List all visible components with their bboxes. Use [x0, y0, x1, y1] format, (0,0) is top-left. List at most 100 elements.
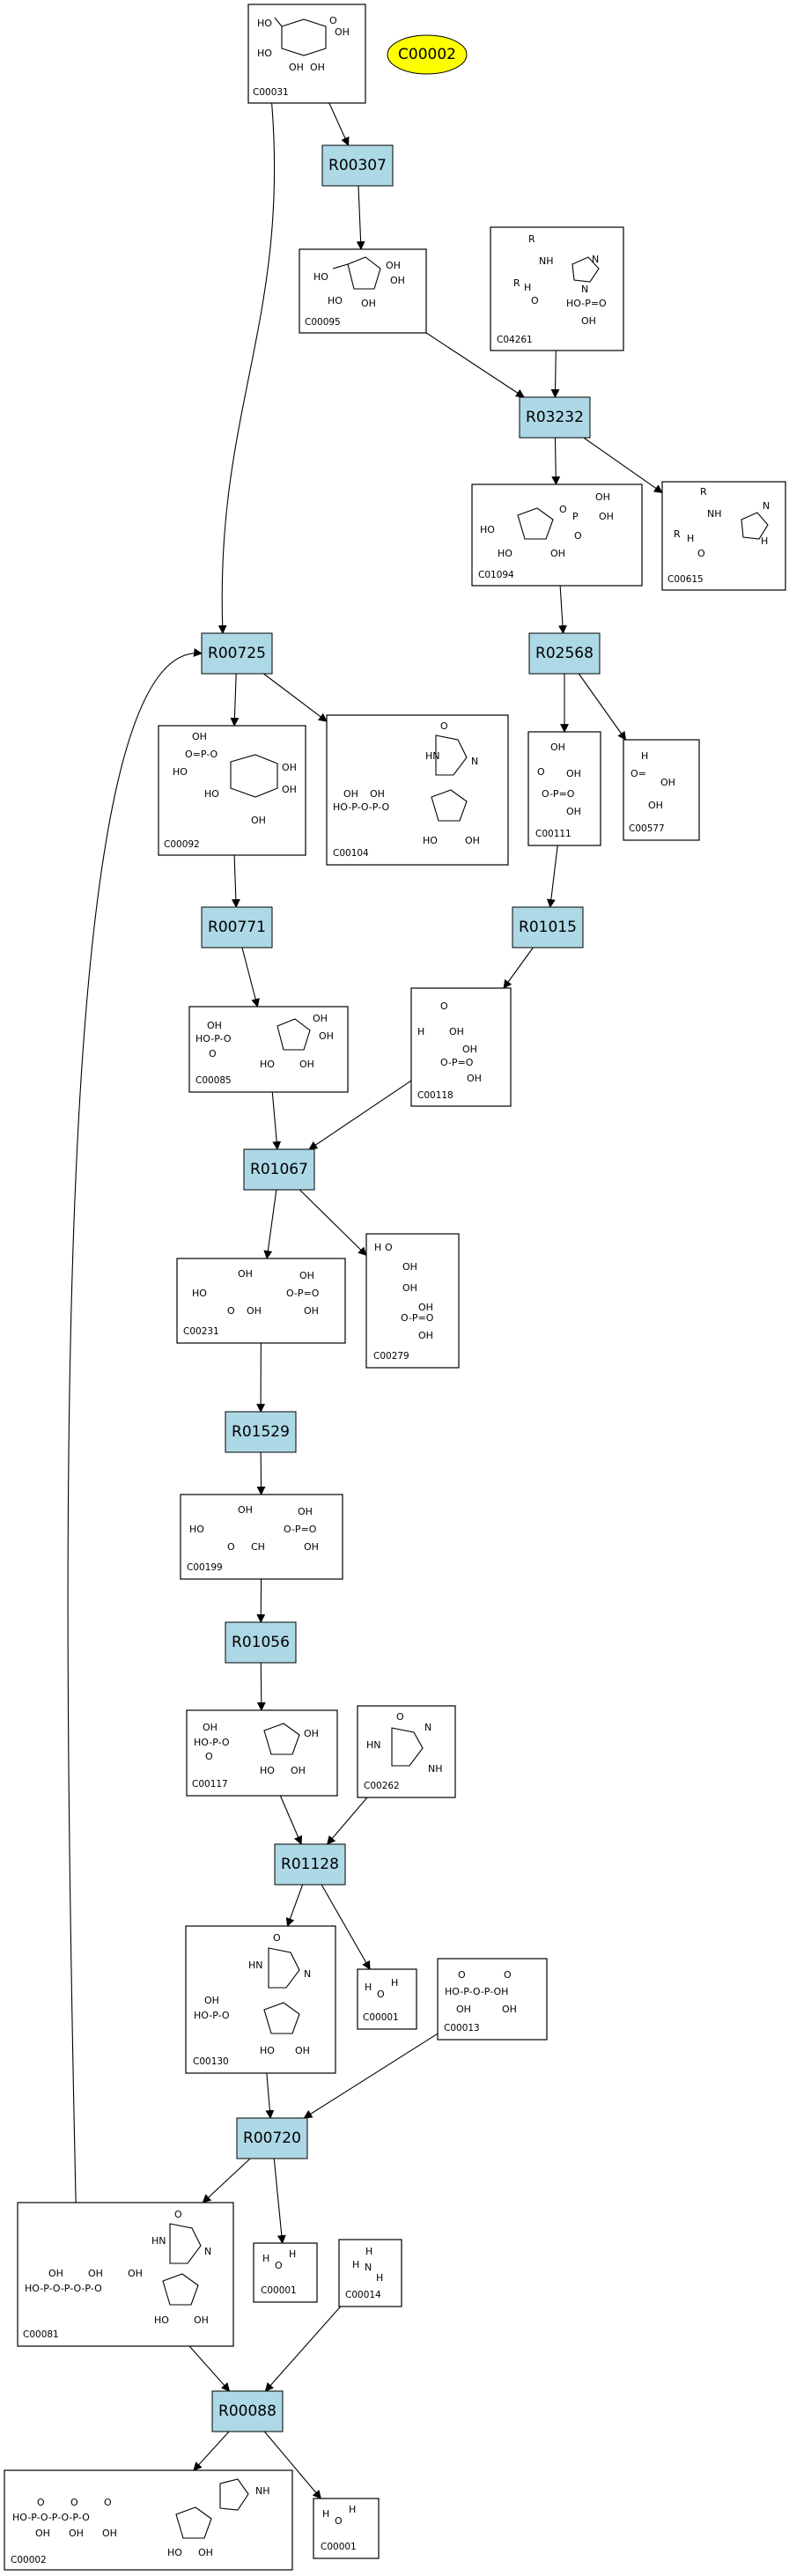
compound-node-c00111[interactable]: OH O OH O-P=O OH C00111 [527, 731, 601, 846]
compound-label-c00130: C00130 [193, 2056, 229, 2067]
compound-node-c00262[interactable]: O HN N NH C00262 [357, 1705, 456, 1798]
compound-node-c00279[interactable]: H O OH OH OH O-P=O OH C00279 [365, 1233, 460, 1369]
compound-label-c01094: C01094 [478, 570, 514, 580]
svg-text:HN: HN [366, 1739, 381, 1751]
reaction-node-r00307[interactable]: R00307 [321, 144, 394, 187]
compound-node-c04261[interactable]: R NH R H O N N HO-P=O OH C04261 [490, 226, 624, 351]
svg-text:OH: OH [299, 1059, 314, 1070]
svg-text:NH: NH [255, 2485, 270, 2497]
compound-node-c00199[interactable]: OH OH HO O-P=O O CH OH C00199 [180, 1494, 343, 1580]
svg-text:O: O [329, 15, 337, 26]
svg-text:HO: HO [260, 2045, 275, 2056]
svg-text:OH: OH [502, 2004, 517, 2015]
reaction-node-r01529[interactable]: R01529 [225, 1411, 297, 1453]
svg-text:OH: OH [335, 26, 350, 38]
svg-text:OH: OH [295, 2045, 310, 2056]
compound-label-c00095: C00095 [305, 317, 341, 328]
compound-node-c01094[interactable]: HO O P OH OH O OH HO C01094 [471, 483, 643, 587]
compound-label-c00013: C00013 [444, 2023, 480, 2033]
compound-node-c00085[interactable]: OH HO-P-O O OH OH HO OH C00085 [188, 1006, 349, 1093]
structure-c00031: HO O OH HO OH OH [257, 15, 350, 73]
compound-node-c00117[interactable]: OH HO-P-O O OH HO OH C00117 [186, 1709, 338, 1797]
edge-r00725-to-c00104 [263, 673, 328, 722]
compound-node-c00014[interactable]: H H N H C00014 [338, 2239, 402, 2307]
compound-label-c00001c: C00001 [321, 2542, 357, 2552]
svg-text:HO: HO [498, 548, 512, 559]
svg-text:OH: OH [204, 1995, 219, 2006]
reaction-node-r00771[interactable]: R00771 [201, 906, 273, 948]
svg-text:HO: HO [204, 788, 219, 800]
edge-r00771-to-c00085 [241, 947, 260, 1008]
svg-text:HO: HO [257, 18, 272, 29]
highlight-node-c00002[interactable]: C00002 [387, 34, 468, 75]
reaction-node-r03232[interactable]: R03232 [519, 396, 591, 439]
svg-text:OH: OH [299, 1270, 314, 1281]
edge-c04261-to-r03232 [550, 350, 560, 398]
reaction-node-r01015[interactable]: R01015 [512, 906, 584, 948]
compound-node-c00002[interactable]: NH O O O HO-P-O-P-O-P-O OH OH OH HO OH C… [4, 2469, 293, 2571]
compound-node-c00118[interactable]: O H OH OH O-P=O OH C00118 [410, 987, 512, 1107]
compound-node-c00031[interactable]: HO O OH HO OH OH C00031 [247, 4, 366, 104]
svg-text:OH: OH [550, 742, 565, 753]
structure-c01094: HO O P OH OH O OH HO [480, 491, 614, 559]
edge-r03232-to-c00615 [583, 437, 663, 494]
reaction-node-r01067[interactable]: R01067 [243, 1148, 315, 1191]
compound-node-c00104[interactable]: O HN N OH OH HO-P-O-P-O HO OH C00104 [326, 714, 509, 866]
compound-label-c00199: C00199 [187, 1562, 223, 1573]
reaction-node-r01128[interactable]: R01128 [274, 1843, 346, 1886]
svg-text:OH: OH [660, 777, 675, 788]
reaction-node-r00088[interactable]: R00088 [211, 2390, 284, 2432]
reaction-node-r00725[interactable]: R00725 [201, 632, 273, 675]
compound-node-c00615[interactable]: R NH R H O N H C00615 [661, 481, 786, 591]
edge-r00720-to-c00081 [202, 2158, 251, 2203]
compound-label-c00231: C00231 [183, 1326, 219, 1337]
structure-c00111: OH O OH O-P=O OH [537, 742, 581, 817]
svg-text:HO: HO [167, 2547, 182, 2558]
svg-text:O-P=O: O-P=O [440, 1057, 474, 1068]
svg-text:OH: OH [449, 1026, 464, 1037]
svg-text:R: R [513, 277, 520, 289]
svg-text:HO: HO [173, 766, 188, 778]
structure-c00199: OH OH HO O-P=O O CH OH [189, 1504, 319, 1553]
svg-text:HO: HO [192, 1288, 207, 1299]
svg-text:O: O [275, 2260, 283, 2271]
svg-text:H: H [322, 2508, 329, 2520]
compound-node-c00130[interactable]: O HN N OH HO-P-O HO OH C00130 [185, 1925, 336, 2074]
reaction-node-r02568[interactable]: R02568 [528, 632, 601, 675]
compound-label-c04261: C04261 [497, 335, 533, 345]
edge-c00095-to-r03232 [425, 332, 525, 398]
svg-text:H: H [417, 1026, 424, 1037]
svg-text:OH: OH [304, 1305, 319, 1317]
compound-node-c00231[interactable]: OH OH HO O-P=O O OH OH C00231 [176, 1258, 346, 1344]
compound-node-c00001a[interactable]: H O H C00001 [357, 1968, 417, 2030]
compound-node-c00092[interactable]: OH O=P-O HO OH OH HO OH C00092 [158, 725, 306, 856]
compound-node-c00577[interactable]: H O= OH OH C00577 [623, 739, 700, 841]
compound-node-c00001b[interactable]: H O H C00001 [253, 2242, 318, 2303]
reaction-node-r00720[interactable]: R00720 [236, 2117, 308, 2159]
compound-node-c00095[interactable]: HO OH OH HO OH C00095 [299, 248, 427, 334]
structure-c00577: H O= OH OH [630, 750, 675, 811]
svg-text:OH: OH [390, 275, 405, 286]
compound-node-c00001c[interactable]: H O H C00001 [313, 2498, 380, 2559]
edge-r01056-to-c00117 [256, 1662, 266, 1711]
svg-text:H: H [289, 2248, 296, 2260]
svg-text:O: O [440, 720, 448, 732]
svg-text:OH: OH [550, 548, 565, 559]
edge-r00725-to-c00092 [230, 673, 240, 727]
svg-text:OH: OH [289, 62, 304, 73]
structure-c00001a: H O H [365, 1977, 398, 2000]
svg-text:OH: OH [465, 835, 480, 846]
svg-text:N: N [365, 2262, 372, 2273]
svg-text:O: O [574, 530, 582, 542]
reaction-node-r01056[interactable]: R01056 [225, 1621, 297, 1664]
svg-text:HO-P-O-P-O-P-O: HO-P-O-P-O-P-O [25, 2283, 102, 2294]
edge-r01067-to-c00231 [263, 1189, 277, 1259]
svg-text:O: O [227, 1305, 235, 1317]
svg-text:OH: OH [581, 315, 596, 327]
compound-node-c00013[interactable]: O O HO-P-O-P-OH OH OH C00013 [437, 1958, 548, 2041]
structure-c00001c: H O H [322, 2504, 356, 2527]
svg-text:HO-P-O-P-O: HO-P-O-P-O [333, 801, 389, 813]
compound-node-c00081[interactable]: O HN N OH OH OH HO-P-O-P-O-P-O HO OH C00… [17, 2202, 234, 2347]
svg-text:OH: OH [102, 2528, 117, 2539]
svg-text:O: O [174, 2209, 182, 2220]
